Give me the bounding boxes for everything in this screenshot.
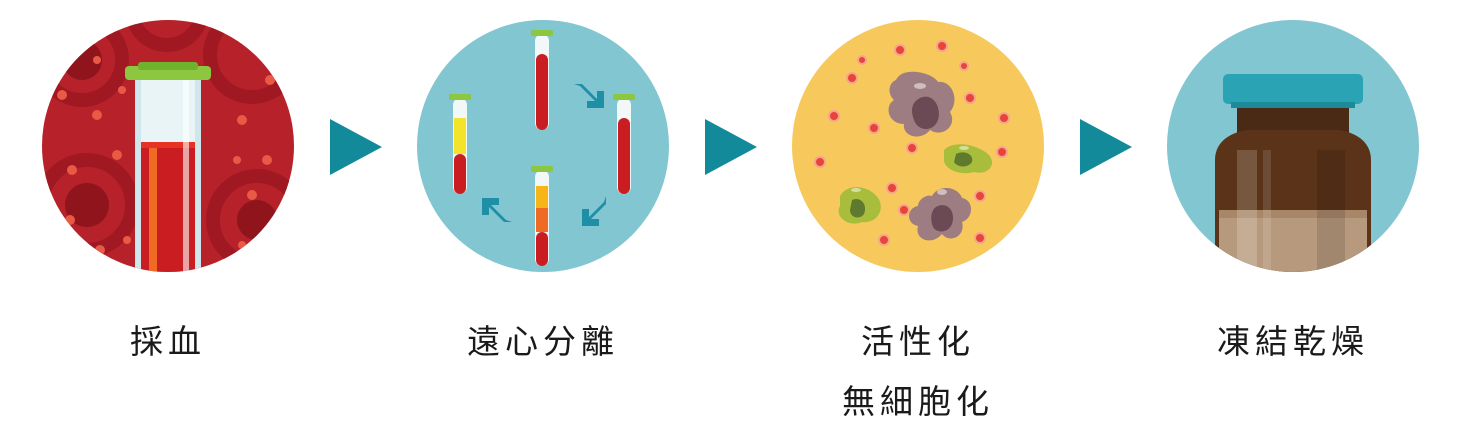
blood-sample-tube-icon (42, 20, 294, 272)
triangle-right-icon (705, 119, 757, 175)
triangle-right-icon (330, 119, 382, 175)
step-freeze-drying (1167, 20, 1419, 272)
step-label-freeze-drying: 凍結乾燥 (1217, 322, 1369, 361)
triangle-right-icon (1080, 119, 1132, 175)
cell-activation-icon (792, 20, 1044, 272)
step-label-centrifugation: 遠心分離 (467, 322, 619, 361)
process-arrow-1 (330, 119, 382, 175)
step-label-activation: 活性化 無細胞化 (842, 322, 994, 421)
process-arrow-2 (705, 119, 757, 175)
step-activation (792, 20, 1044, 272)
step-label-blood-collection: 採血 (130, 322, 206, 361)
freeze-dried-vial-icon (1167, 20, 1419, 272)
process-arrow-3 (1080, 119, 1132, 175)
step-blood-collection (42, 20, 294, 272)
step-centrifugation (417, 20, 669, 272)
centrifuge-cycle-icon (417, 20, 669, 272)
